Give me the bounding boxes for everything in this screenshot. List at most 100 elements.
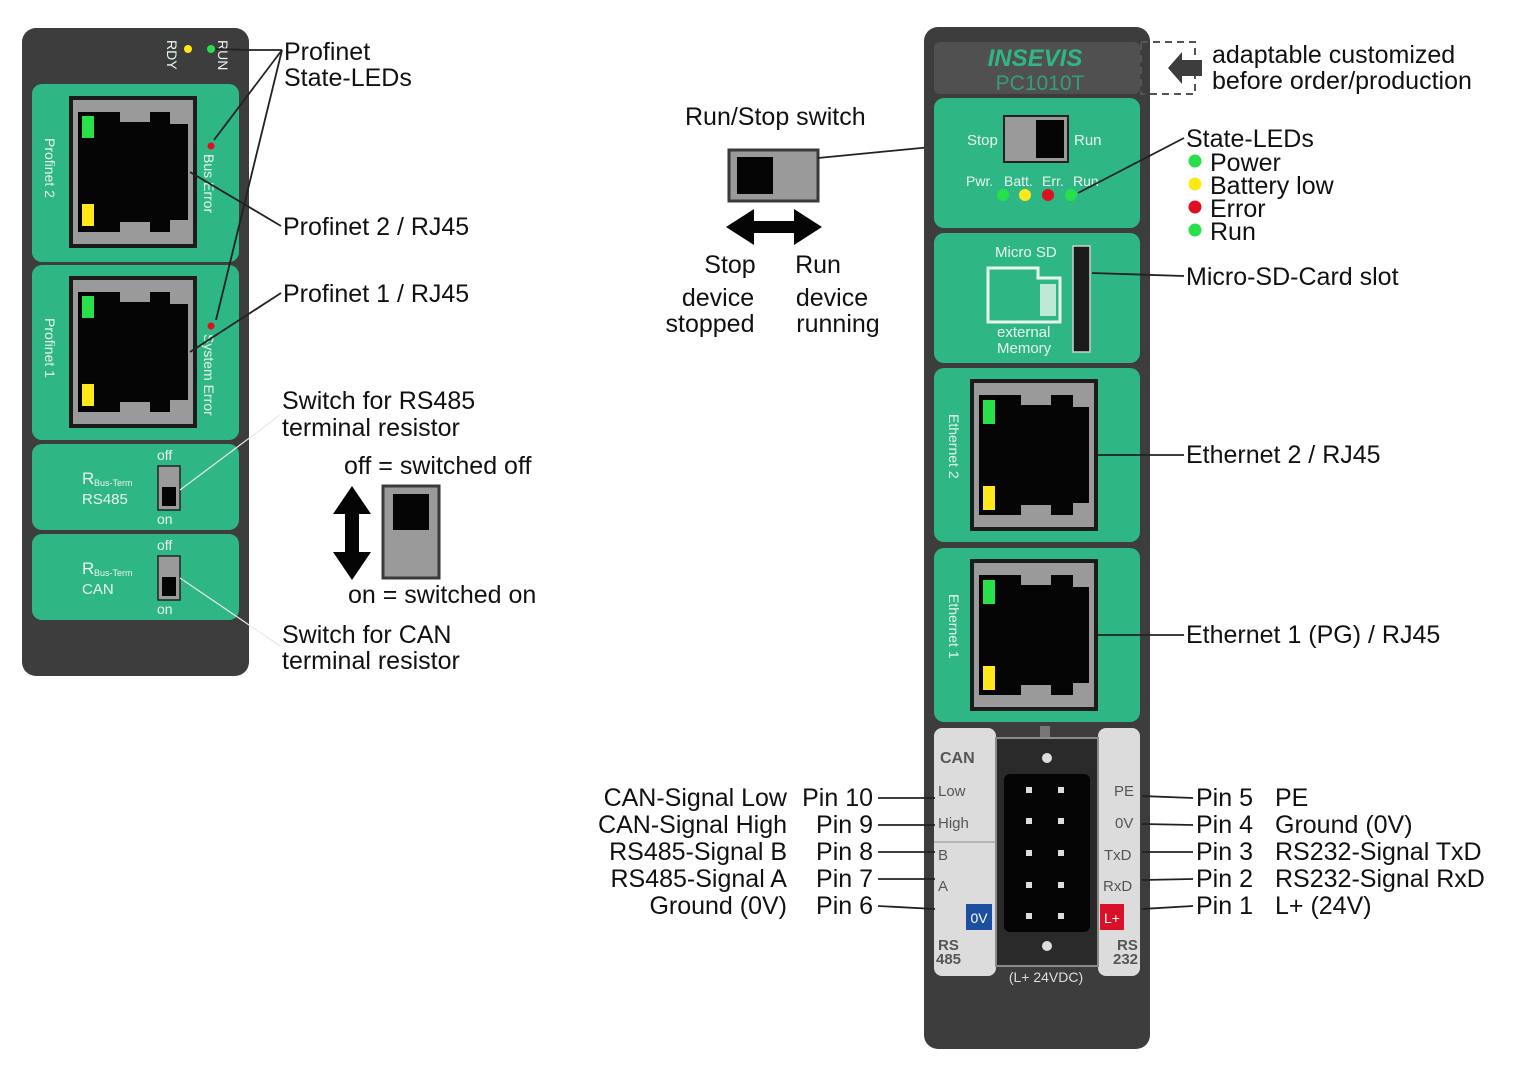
legend-power-label: Power xyxy=(1210,149,1281,177)
pin-0v-label: 0V xyxy=(1115,815,1133,832)
pin-left-signal-3: RS485-Signal A xyxy=(610,865,787,893)
state-leds-leader xyxy=(1077,137,1185,194)
adaptable-label-line1: adaptable customized xyxy=(1212,41,1455,69)
profinet-leds-label-line2: State-LEDs xyxy=(284,64,412,92)
brand-logo: INSEVIS xyxy=(988,45,1083,72)
bus-error-led-icon xyxy=(207,142,215,150)
profinet2-leader xyxy=(189,171,282,227)
run-stop-illustration: Run/Stop switch Stop device stopped Run … xyxy=(666,103,1004,338)
profinet-leds-leader-run xyxy=(215,48,282,51)
pin-right-signal-2: RS232-Signal TxD xyxy=(1275,838,1482,866)
pin-right-leader-1 xyxy=(1141,823,1194,826)
pin-left-number-3: Pin 7 xyxy=(816,865,873,893)
legend-battery-label: Battery low xyxy=(1210,172,1335,200)
profinet2-rj45-label: Profinet 2 / RJ45 xyxy=(283,213,469,241)
can-r-subscript: Bus-Term xyxy=(94,568,133,578)
up-down-arrow-icon xyxy=(333,486,371,580)
run-label: RUN xyxy=(215,40,231,70)
pin-right-signal-4: L+ (24V) xyxy=(1275,892,1372,920)
pin-b-label: B xyxy=(938,847,948,864)
switch-can-label-line1: Switch for CAN xyxy=(282,621,451,649)
profinet2-label: Profinet 2 xyxy=(42,138,58,198)
right-module: INSEVIS PC1010T Stop Run Pwr. Batt. Err.… xyxy=(924,27,1202,1049)
pin-high-label: High xyxy=(938,815,969,832)
brand-plate xyxy=(934,42,1140,94)
connector-separator xyxy=(1040,726,1050,740)
l-plus-badge-label: L+ xyxy=(1104,910,1120,926)
right-callouts: adaptable customized before order/produc… xyxy=(1077,41,1472,649)
ethernet2-link-led-icon xyxy=(983,400,995,424)
rs485-terminal-switch[interactable] xyxy=(157,465,181,511)
state-leds-title: State-LEDs xyxy=(1186,125,1314,153)
pin-right-number-4: Pin 1 xyxy=(1196,892,1253,920)
rs485-r-letter: R xyxy=(82,469,94,488)
power-led-icon xyxy=(997,189,1009,201)
ethernet2-activity-led-icon xyxy=(983,486,995,510)
batt-led-label: Batt. xyxy=(1004,173,1033,189)
stop-device-line2: device xyxy=(682,284,754,312)
can-terminal-switch[interactable] xyxy=(157,555,181,601)
rs485-group-label-1: RS xyxy=(938,937,959,954)
run-led-label: Run xyxy=(1073,173,1099,189)
run-led-icon-right xyxy=(1065,189,1077,201)
profinet-leds-leader-bus xyxy=(213,49,283,141)
customization-arrow-icon xyxy=(1168,52,1202,84)
micro-sd-slot-label: Micro-SD-Card slot xyxy=(1186,263,1399,291)
legend-run-label: Run xyxy=(1210,218,1256,246)
pin-right-leader-3 xyxy=(1141,878,1194,881)
profinet1-link-led-icon xyxy=(82,296,94,318)
micro-sd-slot[interactable] xyxy=(1072,245,1091,353)
pin-left-signal-4: Ground (0V) xyxy=(649,892,787,920)
pin-right-number-1: Pin 4 xyxy=(1196,811,1253,839)
can-terminal-panel xyxy=(32,534,239,620)
rdy-label: RDY xyxy=(164,40,180,70)
switch-can-leader xyxy=(179,577,281,647)
battery-led-icon xyxy=(1019,189,1031,201)
can-r-letter: R xyxy=(82,559,94,578)
ethernet2-rj45-label: Ethernet 2 / RJ45 xyxy=(1186,441,1381,469)
rs485-off-label: off xyxy=(157,447,172,463)
pin-low-label: Low xyxy=(938,783,966,800)
pin-left-signal-0: CAN-Signal Low xyxy=(604,784,788,812)
ethernet1-link-led-icon xyxy=(983,580,995,604)
ethernet1-jack xyxy=(970,559,1098,711)
profinet-leds-leader-sys xyxy=(215,49,283,321)
run-label-right: Run xyxy=(1074,132,1102,149)
run-stop-switch[interactable] xyxy=(1003,115,1069,163)
system-error-label: System Error xyxy=(201,334,217,416)
adaptable-label-line2: before order/production xyxy=(1212,67,1472,95)
pin-rxd-label: RxD xyxy=(1103,878,1132,895)
pin-right-number-0: Pin 5 xyxy=(1196,784,1253,812)
legend-error-dot-icon xyxy=(1188,200,1202,214)
ethernet1-label: Ethernet 1 xyxy=(946,594,962,659)
ethernet1-activity-led-icon xyxy=(983,666,995,690)
pin-right-number-3: Pin 2 xyxy=(1196,865,1253,893)
stop-device-line1: Stop xyxy=(704,251,755,279)
pin-left-signal-1: CAN-Signal High xyxy=(598,811,787,839)
profinet2-activity-led-icon xyxy=(82,204,94,226)
pin-right-leader-4 xyxy=(1141,905,1194,910)
legend-battery-dot-icon xyxy=(1188,177,1202,191)
rs485-panel-label: RS485 xyxy=(82,491,128,508)
stop-label: Stop xyxy=(967,132,998,149)
err-led-label: Err. xyxy=(1042,173,1064,189)
switch-rs485-leader xyxy=(179,414,281,491)
run-device-line1: Run xyxy=(795,251,841,279)
pin-right-leader-0 xyxy=(1141,795,1194,799)
pin-left-signal-2: RS485-Signal B xyxy=(609,838,787,866)
switch-rs485-label-line1: Switch for RS485 xyxy=(282,387,475,415)
pin-txd-label: TxD xyxy=(1104,847,1132,864)
switch-rs485-label-line2: terminal resistor xyxy=(282,414,460,442)
micro-sd-label: Micro SD xyxy=(995,244,1057,261)
profinet2-link-led-icon xyxy=(82,116,94,138)
left-callouts: Profinet State-LEDs Profinet 2 / RJ45 Pr… xyxy=(179,38,536,675)
error-led-icon xyxy=(1042,189,1054,201)
can-panel-label: CAN xyxy=(82,581,114,598)
pin-left-leader-4 xyxy=(877,905,936,910)
profinet1-leader xyxy=(189,292,282,353)
micro-sd-leader xyxy=(1091,272,1185,277)
rs485-group-label-2: 485 xyxy=(936,951,961,968)
profinet1-activity-led-icon xyxy=(82,384,94,406)
pin-left-number-0: Pin 10 xyxy=(802,784,873,812)
